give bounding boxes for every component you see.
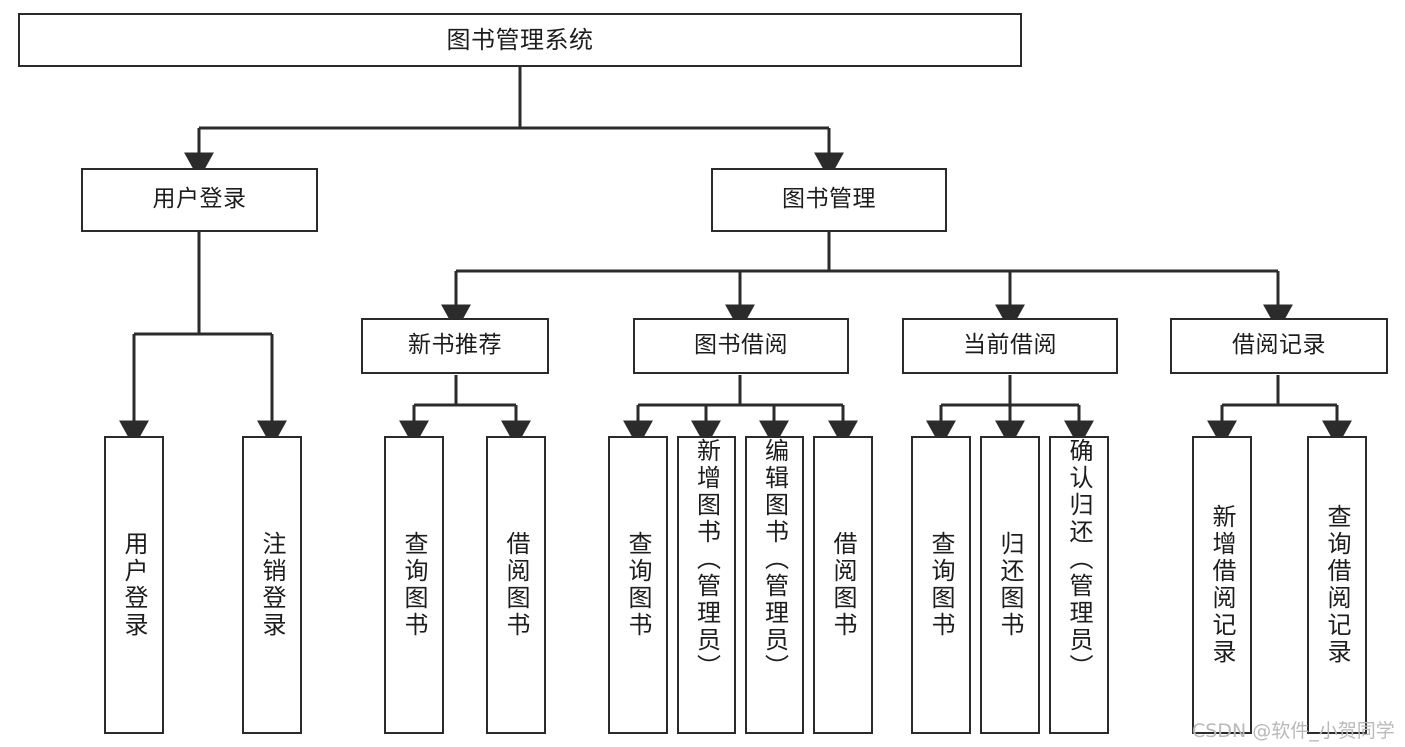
node-user-login[interactable]: 用户登录 — [81, 168, 318, 232]
node-label: 图书管理系统 — [446, 25, 594, 54]
watermark-text: CSDN @软件_小贺同学 — [1192, 720, 1395, 742]
node-book-borrow[interactable]: 图书借阅 — [633, 318, 849, 374]
leaf-edit-book-admin[interactable]: 编辑图书（管理员） — [745, 436, 804, 734]
leaf-query-book-current[interactable]: 查询图书 — [911, 436, 971, 734]
node-label: 查询图书 — [927, 531, 955, 639]
node-new-book-recommend[interactable]: 新书推荐 — [361, 318, 549, 374]
node-borrow-record[interactable]: 借阅记录 — [1170, 318, 1388, 374]
leaf-borrow-book-recommend[interactable]: 借阅图书 — [486, 436, 546, 734]
leaf-logout[interactable]: 注销登录 — [242, 436, 302, 734]
node-label: 当前借阅 — [963, 332, 1057, 359]
node-label: 编辑图书（管理员） — [760, 438, 789, 681]
node-label: 用户登录 — [152, 186, 247, 213]
node-label: 借阅记录 — [1232, 332, 1326, 359]
leaf-query-book-recommend[interactable]: 查询图书 — [384, 436, 444, 734]
node-current-borrow[interactable]: 当前借阅 — [902, 318, 1118, 374]
leaf-query-book-borrow[interactable]: 查询图书 — [608, 436, 668, 734]
node-label: 图书借阅 — [694, 332, 788, 359]
node-label: 查询借阅记录 — [1323, 504, 1351, 666]
node-label: 新书推荐 — [408, 332, 502, 359]
node-label: 注销登录 — [258, 531, 286, 639]
node-label: 查询图书 — [400, 531, 428, 639]
node-label: 用户登录 — [120, 531, 148, 639]
leaf-return-book[interactable]: 归还图书 — [980, 436, 1040, 734]
leaf-query-borrow-record[interactable]: 查询借阅记录 — [1307, 436, 1367, 734]
node-label: 新增借阅记录 — [1208, 504, 1236, 666]
node-label: 查询图书 — [624, 531, 652, 639]
node-label: 借阅图书 — [502, 531, 530, 639]
node-label: 归还图书 — [996, 531, 1024, 639]
leaf-add-book-admin[interactable]: 新增图书（管理员） — [677, 436, 736, 734]
node-label: 确认归还（管理员） — [1065, 438, 1093, 681]
leaf-confirm-return-admin[interactable]: 确认归还（管理员） — [1049, 436, 1109, 734]
node-label: 借阅图书 — [829, 531, 857, 639]
node-root-system[interactable]: 图书管理系统 — [18, 13, 1022, 67]
leaf-user-login[interactable]: 用户登录 — [104, 436, 164, 734]
leaf-add-borrow-record[interactable]: 新增借阅记录 — [1192, 436, 1252, 734]
node-book-management[interactable]: 图书管理 — [711, 168, 947, 232]
leaf-borrow-book[interactable]: 借阅图书 — [813, 436, 873, 734]
node-label: 新增图书（管理员） — [692, 438, 721, 681]
node-label: 图书管理 — [782, 186, 876, 213]
